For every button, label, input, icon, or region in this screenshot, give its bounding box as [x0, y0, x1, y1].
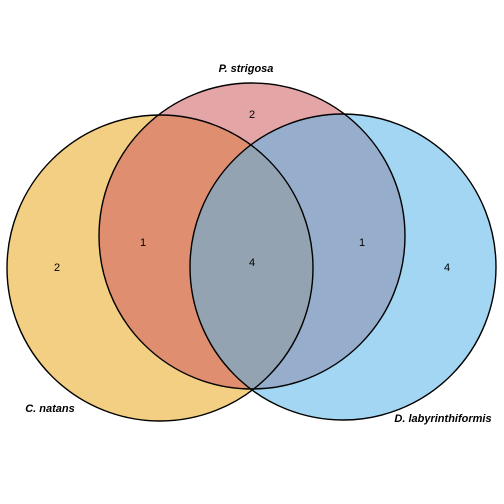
region-count-c-p: 1 [140, 237, 146, 249]
set-label-c-natans: C. natans [25, 403, 75, 415]
region-count-c-only: 2 [54, 262, 60, 274]
region-count-d-only: 4 [444, 262, 450, 274]
set-circle-d-labyrinthiformis [190, 114, 496, 420]
set-outline-c-natans [6, 114, 314, 422]
set-label-d-labyrinthiformis: D. labyrinthiformis [394, 413, 491, 425]
region-count-c-p-d: 4 [249, 257, 255, 269]
set-outline-d-labyrinthiformis [189, 113, 497, 421]
set-outline-p-strigosa [98, 82, 406, 390]
region-count-p-d: 1 [359, 237, 365, 249]
region-count-p-only: 2 [249, 109, 255, 121]
set-label-p-strigosa: P. strigosa [219, 63, 274, 75]
